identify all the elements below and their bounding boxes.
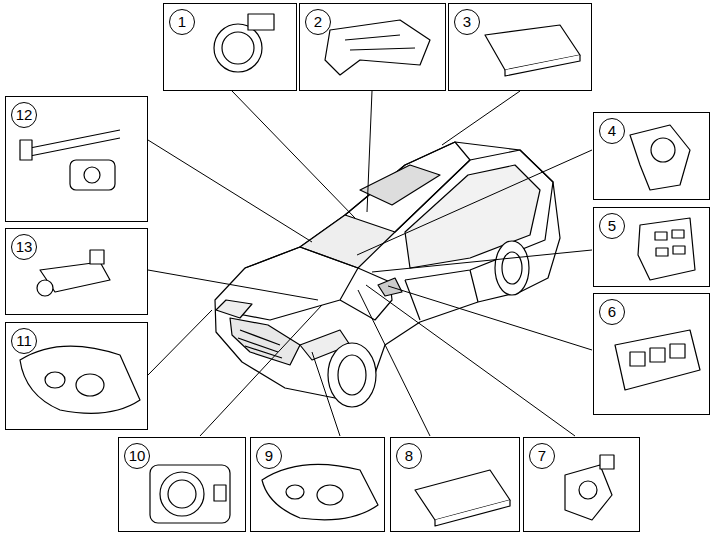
callout-number: 9: [256, 443, 282, 469]
callout-number: 5: [599, 213, 625, 239]
callout-box: 3: [448, 3, 592, 91]
callout-number: 10: [124, 443, 150, 469]
callout-number: 1: [169, 9, 195, 35]
callout-box: 9: [250, 437, 385, 532]
callout-box: 11: [5, 322, 148, 430]
callout-box: 1: [163, 3, 297, 91]
leader-lines: [148, 91, 592, 436]
callout-number: 3: [454, 9, 480, 35]
callout-number: 7: [529, 443, 555, 469]
car-drawing: [215, 142, 560, 407]
callout-number: 12: [11, 102, 37, 128]
callout-box: 12: [5, 96, 148, 222]
callout-box: 10: [118, 437, 246, 532]
callout-box: 7: [523, 437, 640, 532]
callout-number: 11: [11, 328, 37, 354]
callout-number: 8: [396, 443, 422, 469]
callout-box: 6: [593, 293, 710, 415]
callout-box: 5: [593, 207, 710, 287]
callout-number: 13: [11, 234, 37, 260]
callout-box: 8: [390, 437, 520, 532]
callout-number: 6: [599, 299, 625, 325]
callout-box: 13: [5, 228, 148, 315]
callout-box: 2: [299, 3, 446, 91]
callout-number: 4: [599, 118, 625, 144]
callout-number: 2: [305, 9, 331, 35]
callout-box: 4: [593, 112, 710, 200]
